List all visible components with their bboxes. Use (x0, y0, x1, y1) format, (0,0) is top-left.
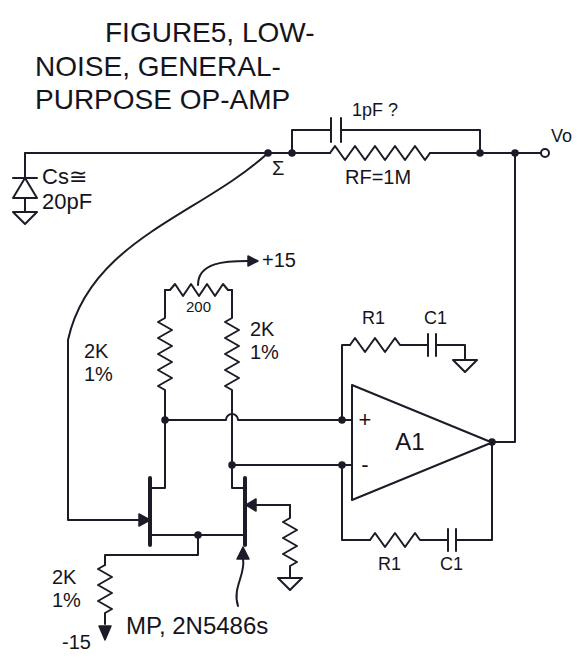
op-amp-outline (352, 385, 492, 500)
wire (232, 464, 352, 466)
junction-dot (339, 462, 345, 468)
wire (456, 153, 515, 540)
ground-symbol (453, 360, 477, 372)
component-label: MP, 2N5486s (126, 612, 268, 640)
arrowhead (99, 626, 111, 640)
wire (342, 345, 350, 420)
gate-arrow (139, 514, 150, 526)
wire (25, 152, 330, 154)
component-label: C1 (440, 554, 463, 575)
resistor-symbol (98, 565, 112, 624)
junction-dot (339, 417, 345, 423)
junction-dot (289, 150, 295, 156)
jfet-channel (150, 478, 245, 545)
pin-sign: - (361, 453, 368, 477)
resistor-symbol (330, 146, 430, 160)
diode-symbol (13, 178, 37, 198)
component-label: Σ (272, 157, 284, 180)
ground-symbol (278, 578, 302, 590)
component-label: -15 (62, 631, 91, 654)
resistor-symbol (150, 290, 172, 488)
wire (292, 130, 331, 153)
wire (341, 130, 480, 153)
component-label: Vo (551, 126, 572, 147)
wire (256, 504, 290, 506)
component-label: 2K 1% (250, 318, 284, 364)
ground-symbol (13, 212, 37, 224)
resistor-symbol (283, 505, 297, 578)
part-name: A1 (395, 429, 424, 455)
component-label: +15 (262, 249, 296, 272)
component-label: C1 (424, 308, 447, 329)
junction-dot (229, 462, 235, 468)
component-label: Cs≅ 20pF (42, 164, 100, 215)
arrowhead (237, 547, 249, 559)
junction-dot (477, 150, 483, 156)
junction-dot (265, 150, 271, 156)
wire (24, 198, 26, 212)
capacitor-symbol (428, 334, 436, 356)
wiper-arrow (198, 261, 248, 285)
leader-line (236, 559, 243, 606)
junction-dot (195, 532, 201, 538)
component-label: 200 (186, 298, 211, 315)
component-label: R1 (362, 308, 385, 329)
wires (13, 118, 541, 624)
pin-sign: + (359, 408, 372, 432)
gate-arrow (246, 499, 256, 511)
component-label: RF=1M (345, 166, 411, 189)
component-label: 2K 1% (84, 340, 118, 386)
component-label: 2K 1% (52, 566, 86, 612)
junction-dot (162, 417, 168, 423)
wire (165, 414, 352, 420)
op-amp-triangle: + - A1 (352, 385, 492, 500)
junction-dot (512, 150, 518, 156)
capacitor-symbol (448, 529, 456, 551)
arrowhead (248, 256, 258, 266)
resistor-symbol (350, 338, 428, 352)
component-label: R1 (378, 554, 401, 575)
resistor-symbol (370, 533, 448, 547)
wire (24, 153, 26, 178)
output-terminal (541, 149, 549, 157)
capacitor-symbol (331, 118, 341, 142)
marks (13, 149, 549, 640)
wire (105, 535, 198, 565)
component-label: 1pF ? (352, 100, 398, 121)
wire (436, 345, 465, 360)
wire (430, 152, 541, 154)
figure-title: FIGURE5, LOW-NOISE, GENERAL- PURPOSE OP-… (35, 16, 380, 117)
resistor-symbol (225, 290, 245, 488)
